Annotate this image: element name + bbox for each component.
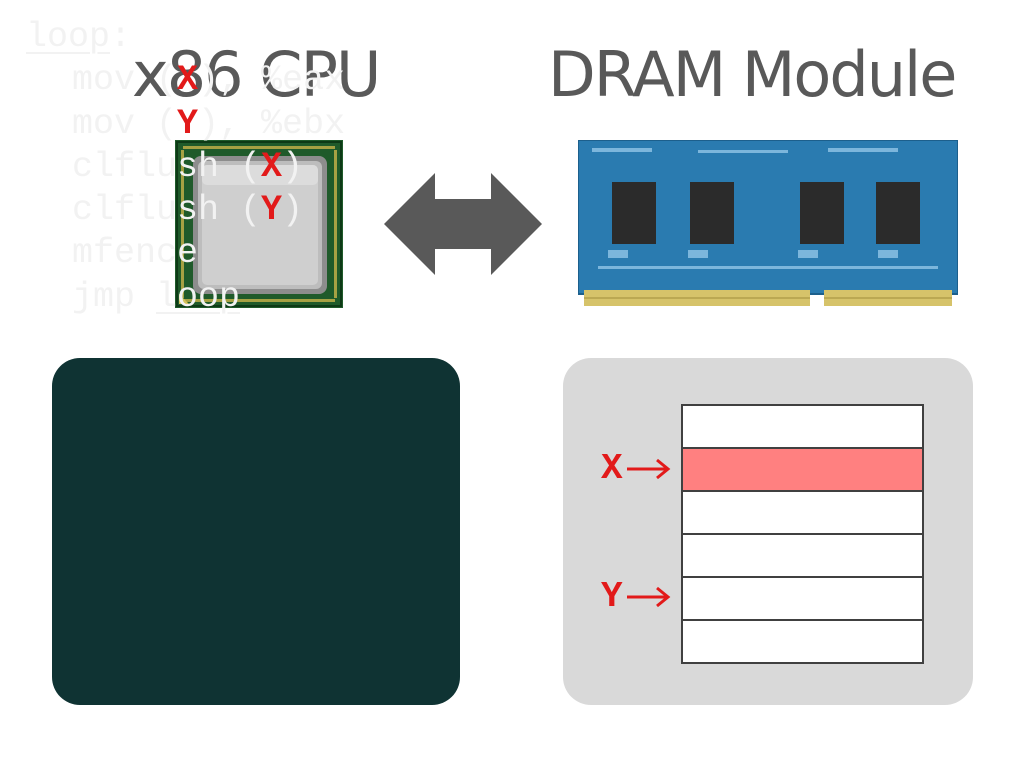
cpu-chip-image [175,140,343,308]
dram-title: DRAM Module [548,38,957,111]
loop-label: loop [156,276,241,317]
code-token: clflush ( [72,190,262,231]
code-token: mov ( [72,60,178,101]
pointer-x-label: X [601,448,623,489]
memory-row [683,449,922,492]
cpu-title: x86 CPU [132,38,381,111]
memory-row [683,578,922,621]
code-line: jmp loop [26,276,345,319]
memory-row [683,406,922,449]
code-token: mov ( [72,103,178,144]
pointer-y: Y [601,576,671,617]
code-line: mov (Y), %ebx [26,103,345,146]
code-token: clflush ( [72,146,262,187]
loop-label: loop [26,17,111,57]
right-arrow-icon [626,586,670,607]
memory-row [683,621,922,662]
pointer-x: X [601,448,671,489]
code-line: mov (X), %eax [26,59,345,102]
code-token: : [110,17,132,57]
bidirectional-arrow-icon [384,173,542,275]
right-arrow-icon [626,458,670,479]
address-operand: Y [177,103,199,144]
code-token: ) [282,190,304,231]
dram-module-image [578,140,958,306]
code-token: jmp [72,276,157,317]
code-token: mfence [72,233,199,274]
address-operand: X [261,146,283,187]
memory-rows [681,404,924,664]
code-token: ), %eax [198,60,346,101]
address-operand: Y [261,190,283,231]
memory-row [683,535,922,578]
code-token: ), %ebx [198,103,346,144]
code-panel [52,358,460,705]
code-line: clflush (X) [26,146,345,189]
pointer-y-label: Y [601,576,623,617]
code-line: clflush (Y) [26,189,345,232]
memory-row [683,492,922,535]
code-line: loop: [26,16,345,59]
address-operand: X [177,60,199,101]
code-token: ) [282,146,304,187]
code-line: mfence [26,232,345,275]
